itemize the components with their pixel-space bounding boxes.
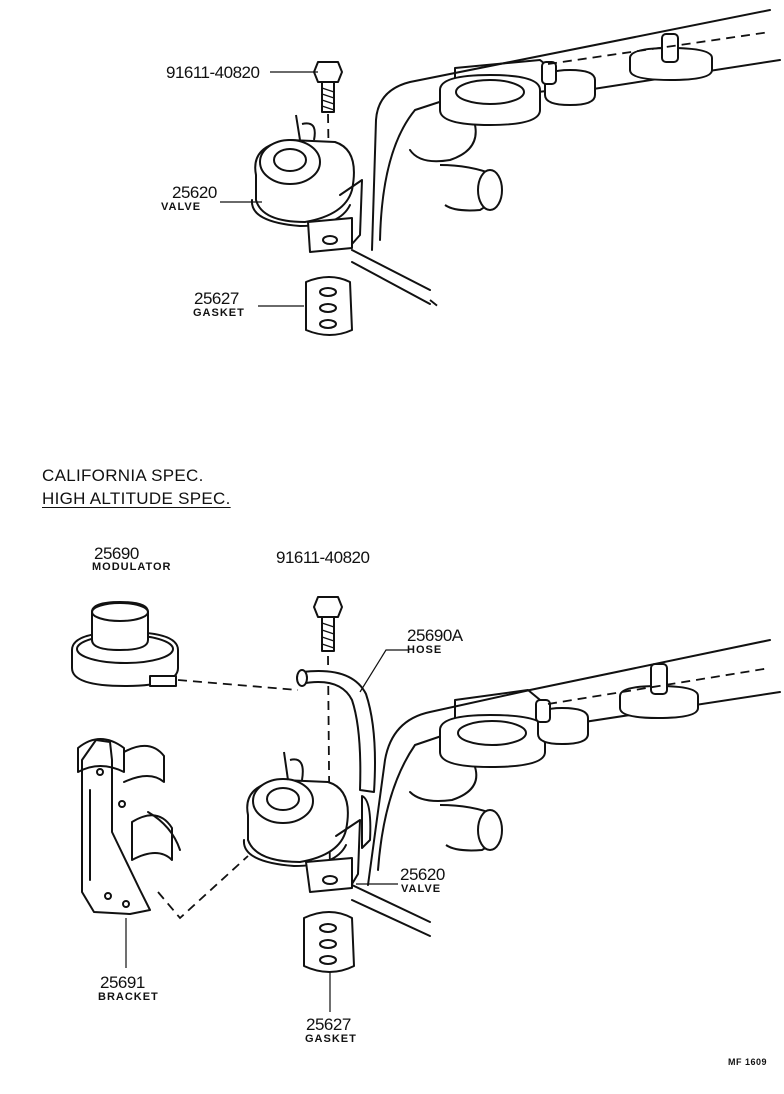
modulator-part-number: 25690 — [94, 544, 139, 563]
top-gasket — [305, 276, 353, 336]
bottom-valve-name: VALVE — [401, 883, 442, 895]
modulator-name: MODULATOR — [92, 561, 172, 573]
bottom-bolt-part-number: 91611-40820 — [276, 548, 370, 567]
hose-name: HOSE — [407, 644, 443, 656]
bottom-gasket-name: GASKET — [305, 1033, 357, 1045]
bracket-name: BRACKET — [98, 991, 159, 1003]
hose — [296, 669, 376, 793]
top-gasket-name: GASKET — [193, 307, 245, 319]
hose-part-number: 25690A — [407, 626, 463, 645]
top-valve-part-number: 25620 — [172, 183, 217, 202]
top-valve — [250, 114, 363, 253]
figure-code: MF 1609 — [728, 1057, 768, 1067]
bottom-bolt — [313, 596, 343, 883]
top-bolt-part-number: 91611-40820 — [166, 63, 260, 82]
top-leaders — [220, 71, 318, 307]
bottom-valve-part-number: 25620 — [400, 865, 445, 884]
bottom-gasket-part-number: 25627 — [306, 1015, 351, 1034]
bottom-gasket — [303, 911, 355, 973]
bottom-manifold — [351, 639, 781, 937]
top-gasket-part-number: 25627 — [194, 289, 239, 308]
modulator — [71, 601, 179, 687]
top-valve-name: VALVE — [161, 201, 202, 213]
spec-heading-california: CALIFORNIA SPEC. — [42, 466, 204, 485]
spec-heading-high-altitude: HIGH ALTITUDE SPEC. — [42, 489, 231, 508]
bracket — [77, 738, 181, 915]
bracket-part-number: 25691 — [100, 973, 145, 992]
bottom-valve — [242, 751, 372, 893]
top-manifold — [351, 9, 781, 309]
bottom-leaders — [125, 649, 408, 1012]
